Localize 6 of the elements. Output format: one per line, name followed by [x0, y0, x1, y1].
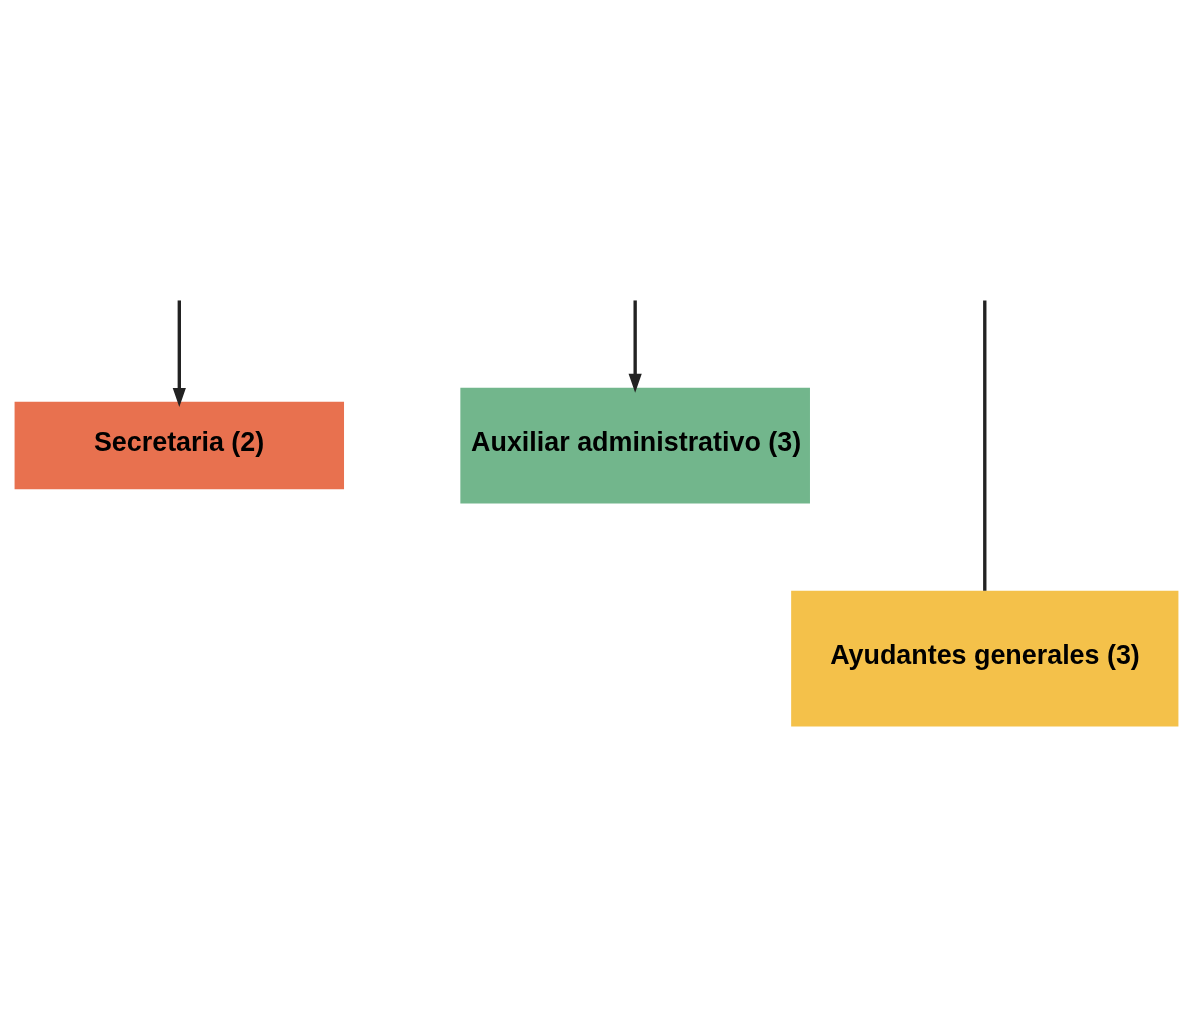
node-box: Ayudantes generales (3)	[791, 590, 1179, 727]
arrow	[628, 300, 642, 393]
node-box: Auxiliar administrativo (3)	[460, 387, 810, 504]
arrow	[172, 300, 186, 407]
node-box: Secretaria (2)	[14, 401, 345, 490]
connector	[983, 300, 987, 591]
